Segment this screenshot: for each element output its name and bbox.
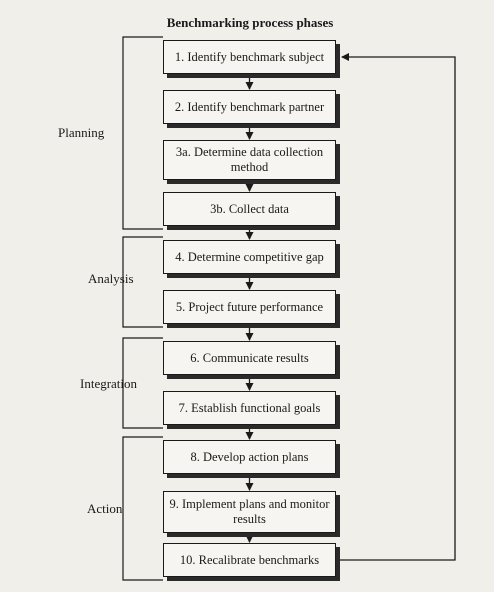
step-3a-determine-data-collection-method: 3a. Determine data collection method [163, 140, 336, 180]
bracket-action [122, 436, 163, 581]
step-1-identify-benchmark-subject: 1. Identify benchmark subject [163, 40, 336, 74]
phase-label-analysis: Analysis [88, 271, 134, 286]
phase-label-planning: Planning [58, 125, 105, 140]
step-7-establish-functional-goals: 7. Establish functional goals [163, 391, 336, 425]
phase-brackets [122, 36, 163, 581]
feedback-loop [336, 53, 456, 561]
step-10-recalibrate-benchmarks: 10. Recalibrate benchmarks [163, 543, 336, 577]
bracket-planning [122, 36, 163, 230]
feedback-arrow [336, 53, 456, 561]
step-5-project-future-performance: 5. Project future performance [163, 290, 336, 324]
step-9-implement-plans-and-monitor: 9. Implement plans and monitor results [163, 491, 336, 533]
diagram-title: Benchmarking process phases [166, 15, 334, 30]
step-6-communicate-results: 6. Communicate results [163, 341, 336, 375]
step-2-identify-benchmark-partner: 2. Identify benchmark partner [163, 90, 336, 124]
bracket-analysis [122, 236, 163, 328]
phase-label-action: Action [87, 501, 123, 516]
bracket-integration [122, 337, 163, 429]
step-3b-collect-data: 3b. Collect data [163, 192, 336, 226]
step-4-determine-competitive-gap: 4. Determine competitive gap [163, 240, 336, 274]
phase-label-integration: Integration [80, 376, 138, 391]
step-8-develop-action-plans: 8. Develop action plans [163, 440, 336, 474]
